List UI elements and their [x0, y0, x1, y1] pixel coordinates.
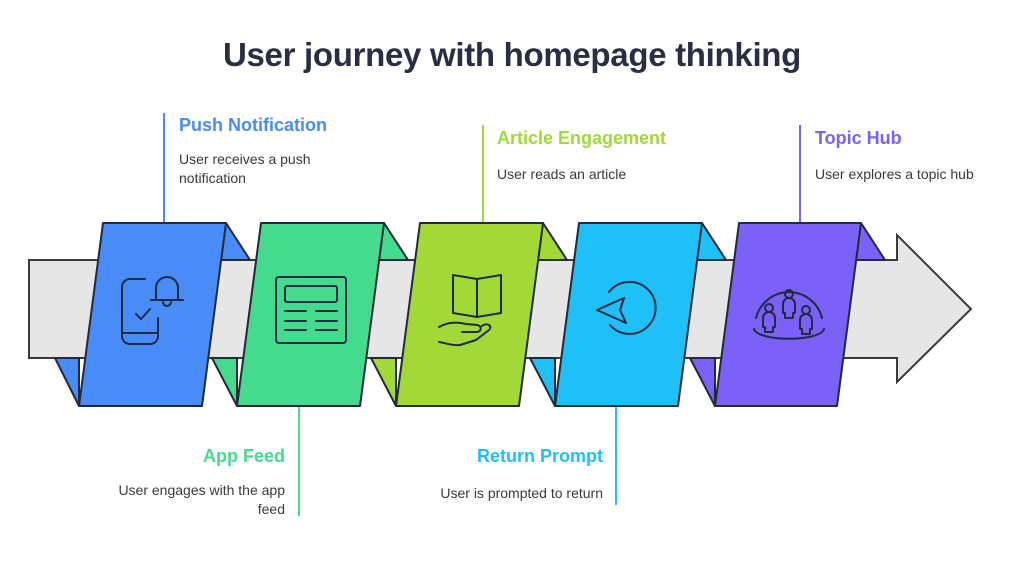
step-panel-topic-hub: [689, 222, 886, 407]
step-panel-push-notification: [54, 222, 251, 407]
step-description-push-notification: User receives a push notification: [179, 151, 311, 186]
return-pointer-circle-icon: [596, 280, 657, 335]
community-group-icon: [753, 289, 825, 340]
page-title: User journey with homepage thinking: [222, 36, 802, 73]
step-label-topic-hub: Topic Hub: [815, 128, 902, 148]
step-description-app-feed: User engages with the app feed: [118, 482, 285, 517]
step-description-return-prompt: User is prompted to return: [440, 485, 603, 501]
step-label-app-feed: App Feed: [202, 446, 285, 466]
step-label-return-prompt: Return Prompt: [477, 446, 603, 466]
step-description-topic-hub: User explores a topic hub: [815, 166, 974, 182]
step-label-article-engagement: Article Engagement: [497, 128, 667, 148]
step-panel-app-feed: [211, 222, 409, 407]
news-feed-icon: [275, 276, 347, 344]
step-label-push-notification: Push Notification: [179, 115, 327, 135]
phone-notification-bell-icon: [121, 276, 184, 345]
step-panel-return-prompt: [529, 222, 727, 407]
step-panel-article-engagement: [370, 222, 568, 407]
open-book-hand-icon: [438, 274, 502, 347]
step-description-article-engagement: User reads an article: [497, 166, 627, 182]
